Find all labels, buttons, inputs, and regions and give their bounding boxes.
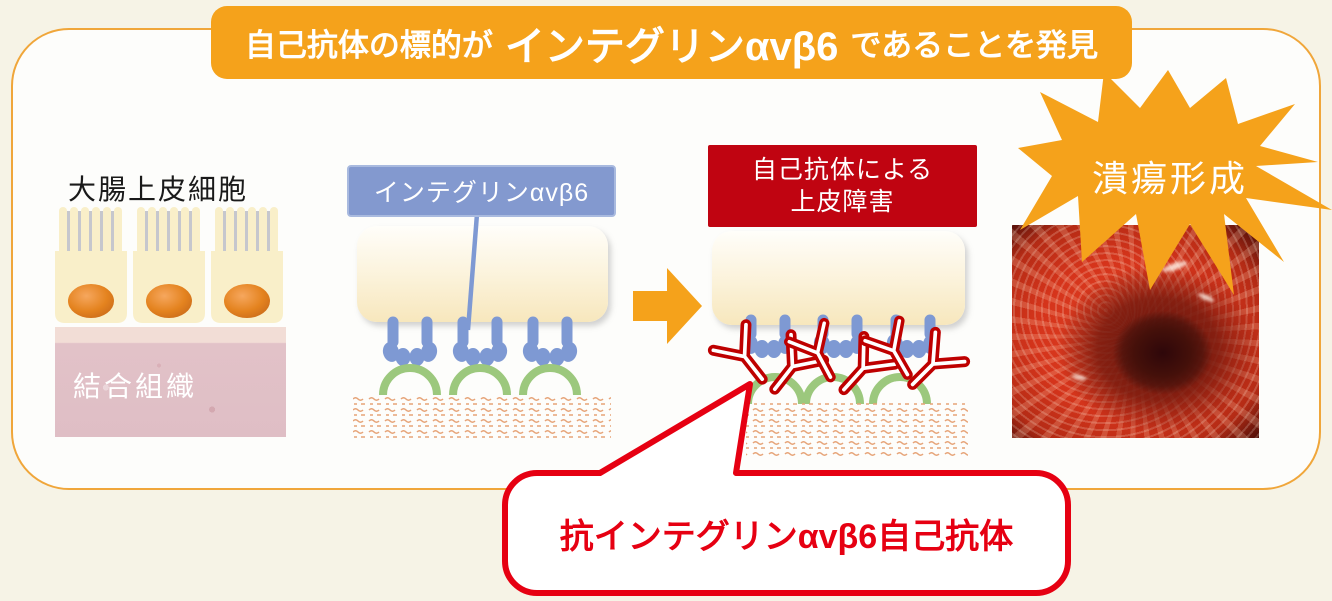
epithelial-cell	[133, 207, 205, 323]
ulcer-formation-label: 潰瘍形成	[1091, 158, 1248, 199]
flow-arrow-icon	[633, 268, 702, 344]
damaged-epithelium-bar	[712, 231, 965, 325]
banner-suffix: であることを発見	[850, 28, 1099, 63]
damaged-integrins	[740, 320, 941, 358]
autoantibody-callout-label: 抗インテグリンαvβ6自己抗体	[559, 517, 1014, 556]
epithelial-cell	[55, 207, 127, 323]
ulcer-burst-icon	[1018, 70, 1332, 295]
damage-line1: 自己抗体による	[751, 155, 934, 184]
antibody-icon	[713, 325, 778, 392]
banner-prefix: 自己抗体の標的が	[244, 28, 493, 63]
epithelial-cell	[211, 207, 283, 323]
cell-nucleus	[68, 284, 114, 318]
epithelium-title: 大腸上皮細胞	[68, 174, 249, 205]
callout-bubble	[502, 381, 1071, 596]
banner-highlight: インテグリンαvβ6	[504, 24, 839, 69]
connective-tissue-block: 結合組織	[55, 327, 286, 437]
cell-nucleus	[224, 284, 270, 318]
label-connector-line	[465, 213, 480, 331]
basement-membrane-texture	[353, 394, 611, 438]
integrin-label: インテグリンαvβ6	[347, 165, 616, 217]
cell-nucleus	[146, 284, 192, 318]
healthy-integrins	[381, 322, 579, 366]
title-banner: 自己抗体の標的が インテグリンαvβ6 であることを発見	[211, 6, 1132, 79]
connective-tissue-label: 結合組織	[73, 371, 198, 402]
damaged-membrane-texture	[746, 402, 968, 456]
damage-line2: 上皮障害	[790, 188, 895, 216]
healthy-matrix-arcs	[379, 364, 581, 396]
healthy-epithelium-bar	[357, 226, 608, 322]
epithelial-damage-label: 自己抗体による 上皮障害	[708, 145, 977, 227]
epithelial-cells-illustration	[55, 207, 283, 323]
